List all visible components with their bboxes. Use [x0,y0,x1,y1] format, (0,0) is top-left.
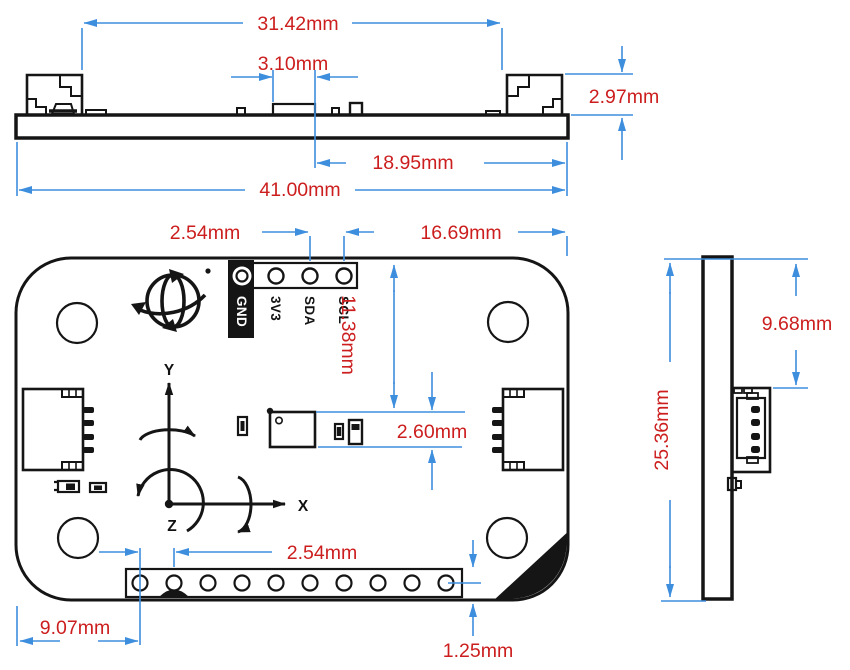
pin-hole [165,574,183,592]
dim-top-pin-pitch-label: 2.54mm [170,222,240,244]
right-connector-profile [485,73,564,116]
axis-label-z: Z [167,518,177,535]
connector-pin [492,447,503,453]
rotation-arc-x [237,475,253,534]
front-view: GND 3V3 SDA SCL [14,222,570,662]
dim-connector-height-label: 2.97mm [589,86,659,108]
dim-anchor-dot [266,407,274,415]
dim-bottom-offset: 1.25mm [443,540,513,662]
pin-label-gnd: GND [234,296,249,327]
pin-hole [199,574,217,592]
pin-hole [335,574,353,592]
dim-bottom-pin-pitch-label: 2.54mm [287,542,357,564]
axis-origin [164,499,174,509]
dim-vertical-offset-label: 11.38mm [337,295,359,375]
side-view: 9.68mm 25.36mm [651,255,832,602]
dim-right-offset-label: 18.95mm [372,152,453,174]
connector-pin [751,433,760,440]
pin1-marker [274,416,283,425]
smd-profile [236,107,246,116]
mounting-hole [485,516,529,560]
pin-hole [369,574,387,592]
smd-profile [85,109,107,116]
pin-hole-scl [335,267,353,285]
side-tab [735,480,742,489]
rotation-arc-y [138,425,196,441]
dim-connector-offset: 9.68mm [664,258,832,389]
dim-left-offset-label: 9.07mm [40,617,110,639]
dim-connector-span: 31.42mm [81,13,503,70]
pin-hole-gnd [235,269,249,283]
pin-hole [301,574,319,592]
pin-label-sda: SDA [302,296,317,326]
connector-pin [492,407,503,413]
edge-notch [159,589,189,597]
connector-pin [83,447,94,453]
dim-bottom-pin-pitch: 2.54mm [99,542,357,645]
dim-board-height: 25.36mm [651,262,706,602]
corner-wedge [494,528,567,599]
axis-indicator: Y X Z [136,362,309,535]
pin-hole [403,574,421,592]
silkscreen-dot [205,268,211,274]
pin-hole-sda [301,267,319,285]
connector-pin [751,406,760,413]
dim-connector-offset-label: 9.68mm [762,313,832,335]
dim-connector-height: 2.97mm [565,46,659,160]
pcb-board-outline [14,256,570,602]
left-connector-front [21,387,94,472]
connector-pin [492,434,503,440]
smd-profile [348,101,364,117]
axis-label-x: X [298,498,309,515]
mounting-hole [55,301,99,345]
pin-header-top: GND 3V3 SDA SCL [228,260,359,338]
pin-label-scl: SCL [336,296,351,324]
dim-chip-height: 2.60mm [318,372,467,490]
connector-pin [83,434,94,440]
dim-component-width-label: 3.10mm [258,53,328,75]
dim-right-margin-label: 16.69mm [420,222,501,244]
pcb-side-slab [701,255,734,601]
pcb-edge-profile [14,113,570,140]
axis-label-y: Y [164,362,175,379]
dim-board-height-label: 25.36mm [651,389,673,470]
right-connector-front [492,387,565,472]
smd-profile [331,107,340,116]
connector-pin [751,419,760,426]
connector-pin [492,420,503,426]
dim-right-margin: 16.69mm [420,222,568,256]
dim-right-offset: 18.95mm [316,142,568,196]
dim-left-offset: 9.07mm [16,606,139,646]
dim-total-width: 41.00mm [16,142,566,201]
header-outline [228,261,359,290]
connector-pin [83,407,94,413]
dim-vertical-offset: 11.38mm [316,264,465,413]
gyroscope-logo-icon [131,268,211,332]
dim-total-width-label: 41.00mm [259,179,340,201]
smd-profile [485,110,501,116]
dim-chip-height-label: 2.60mm [397,421,467,443]
side-connector [726,386,772,492]
smd-components [54,479,108,494]
dim-bottom-offset-label: 1.25mm [443,640,513,662]
mounting-hole [56,516,100,560]
smd-components-right [236,415,364,446]
left-connector-profile [25,73,107,116]
pin-hole-3v3 [267,267,285,285]
rotation-arc-z [136,468,205,533]
top-edge-view: 31.42mm 3.10mm 18.95mm 41.00mm 2 [14,13,659,201]
dim-top-pin-pitch: 2.54mm [170,222,374,261]
pin-header-bottom [124,567,464,599]
connector-pin [751,446,760,453]
connector-pin [83,420,94,426]
dim-component-width: 3.10mm [231,53,358,168]
imu-chip [266,407,317,449]
dim-connector-span-label: 31.42mm [257,13,338,35]
mounting-hole [486,300,530,344]
pin-label-3v3: 3V3 [268,296,283,321]
pin-hole [267,574,285,592]
pin-hole [233,574,251,592]
